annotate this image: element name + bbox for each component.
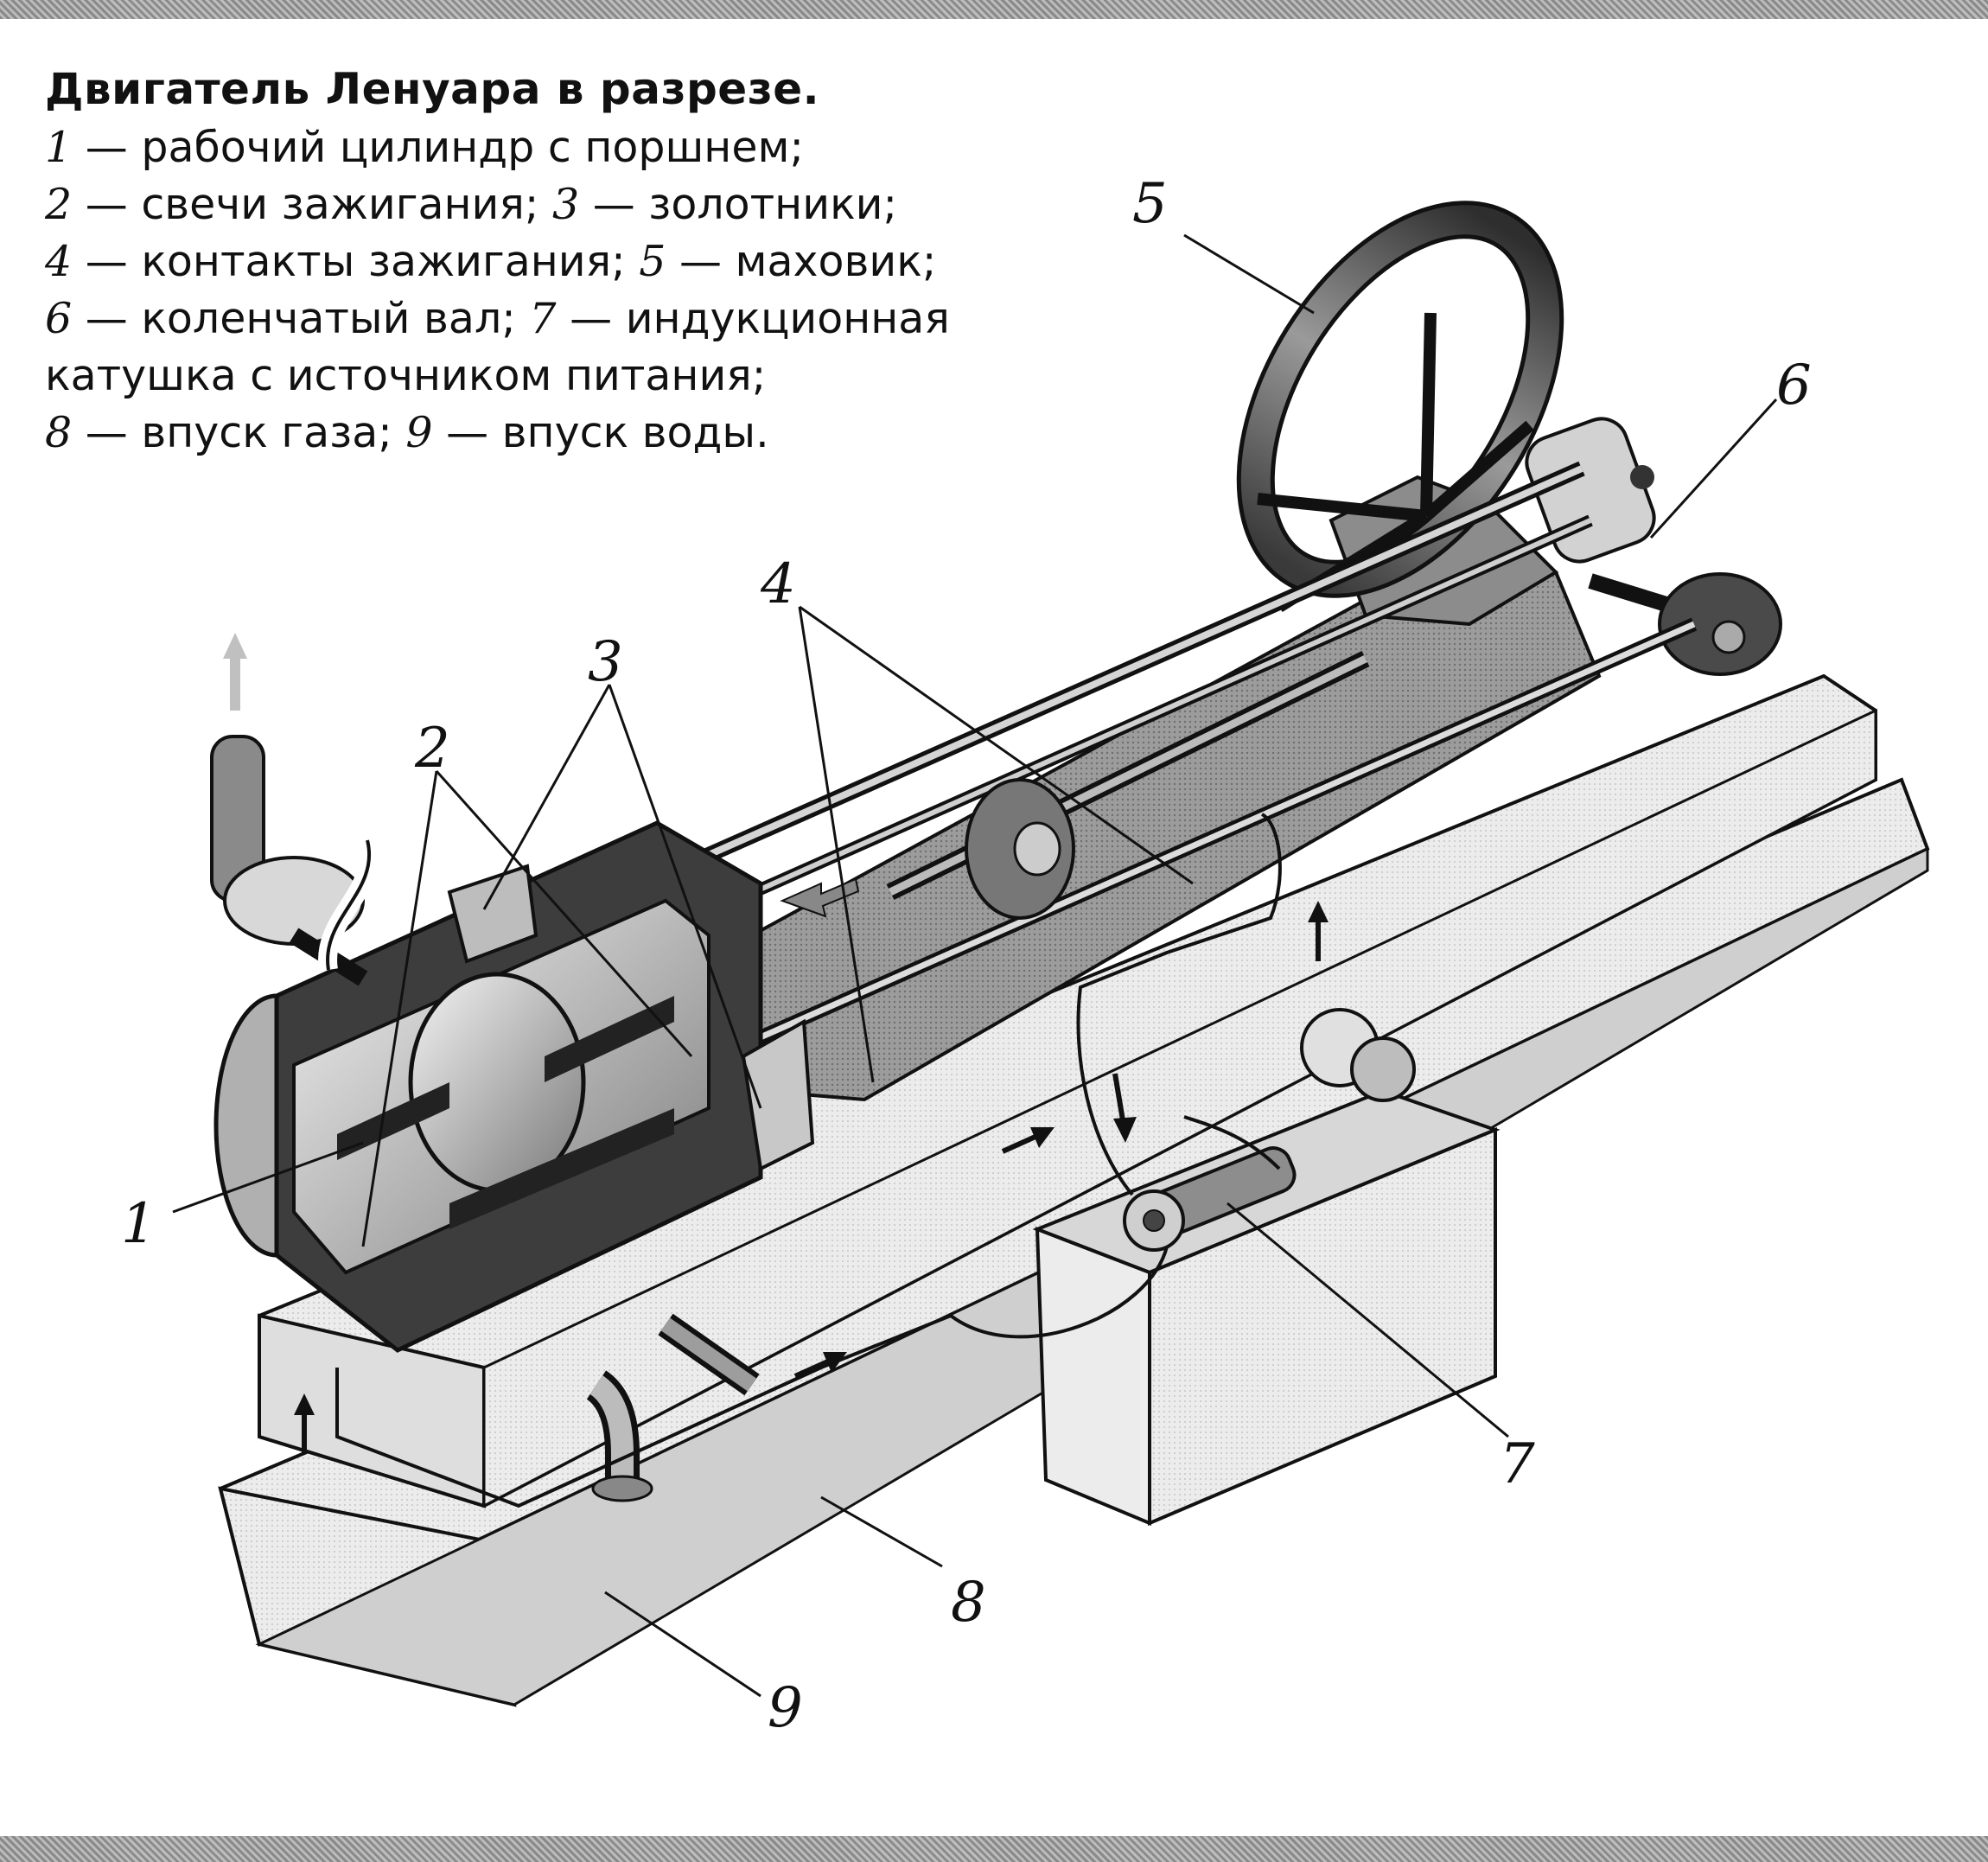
caption-line-1: 1 — рабочий цилиндр с поршнем;	[45, 119, 950, 176]
eccentric-wheel	[965, 778, 1075, 920]
gas-arrow-right-icon	[793, 1352, 847, 1379]
engine-bed	[258, 673, 1877, 1508]
callout-4-ignition-contacts: 4	[761, 552, 796, 616]
connecting-rods	[602, 461, 1698, 1063]
bottom-frame-border	[0, 1836, 1988, 1862]
legend-text: — контакты зажигания;	[72, 237, 640, 286]
legend-text: — впуск воды.	[432, 408, 769, 457]
legend-text: — впуск газа;	[72, 408, 406, 457]
exhaust-pipe	[210, 735, 368, 986]
legend-number: 8	[45, 408, 73, 457]
gas-inlet-pipe	[658, 1313, 760, 1396]
legend-text: катушка с источником питания;	[45, 351, 767, 400]
direction-arrow-left-icon	[780, 877, 860, 918]
slide-valves	[447, 864, 815, 1172]
callout-9-water-inlet: 9	[768, 1676, 803, 1740]
flywheel	[1236, 201, 1564, 612]
callout-2-spark-plugs: 2	[415, 717, 450, 781]
water-arrow-up-icon	[294, 1393, 315, 1454]
caption-line-5: катушка с источником питания;	[45, 348, 950, 405]
legend-number: 7	[529, 294, 557, 343]
figure-caption: Двигатель Ленуара в разрезе. 1 — рабочий…	[45, 64, 950, 462]
legend-number: 5	[639, 237, 666, 286]
legend-text: — маховик;	[666, 237, 937, 286]
exhaust-curved-arrow-icon	[318, 838, 379, 972]
callout-7-induction-coil: 7	[1500, 1432, 1535, 1496]
legend-text: — золотники;	[579, 180, 898, 229]
caption-line-4: 6 — коленчатый вал; 7 — индукционная	[45, 290, 950, 348]
callout-1-cylinder: 1	[121, 1192, 156, 1256]
top-frame-border	[0, 0, 1988, 19]
legend-text: — индукционная	[556, 294, 950, 343]
legend-number: 2	[45, 180, 73, 229]
callout-8-gas-inlet: 8	[951, 1571, 986, 1635]
callout-6-crankshaft: 6	[1776, 354, 1812, 418]
caption-line-2: 2 — свечи зажигания; 3 — золотники;	[45, 176, 950, 233]
bed-arrow-right-icon	[1001, 1127, 1055, 1154]
flow-arrow-up-icon	[1308, 901, 1329, 961]
legend-text: — рабочий цилиндр с поршнем;	[72, 123, 804, 172]
caption-line-3: 4 — контакты зажигания; 5 — маховик;	[45, 233, 950, 290]
legend-text: — свечи зажигания;	[72, 180, 552, 229]
water-inlet-pipe	[585, 1370, 653, 1502]
caption-title: Двигатель Ленуара в разрезе.	[45, 64, 820, 114]
flow-arrow-down-icon	[1112, 1073, 1137, 1143]
callout-5-flywheel: 5	[1132, 172, 1168, 236]
legend-number: 9	[405, 408, 433, 457]
flow-arrows	[223, 633, 1329, 1454]
induction-coil	[1123, 1008, 1416, 1252]
figure-panel: Двигатель Ленуара в разрезе. 1 — рабочий…	[0, 19, 1988, 1836]
legend-number: 6	[45, 294, 73, 343]
legend-number: 1	[45, 123, 73, 172]
callout-3-slide-valves: 3	[588, 630, 623, 694]
working-cylinder	[213, 820, 763, 1353]
legend-number: 4	[45, 237, 73, 286]
crankshaft	[1525, 417, 1782, 676]
legend-text: — коленчатый вал;	[72, 294, 530, 343]
exhaust-arrow-up-icon	[223, 633, 247, 711]
legend-number: 3	[551, 180, 580, 229]
caption-line-6: 8 — впуск газа; 9 — впуск воды.	[45, 405, 950, 462]
callout-leaders	[172, 233, 1778, 1698]
ignition-wiring	[335, 813, 1282, 1508]
lenoir-engine-illustration	[172, 201, 1930, 1707]
